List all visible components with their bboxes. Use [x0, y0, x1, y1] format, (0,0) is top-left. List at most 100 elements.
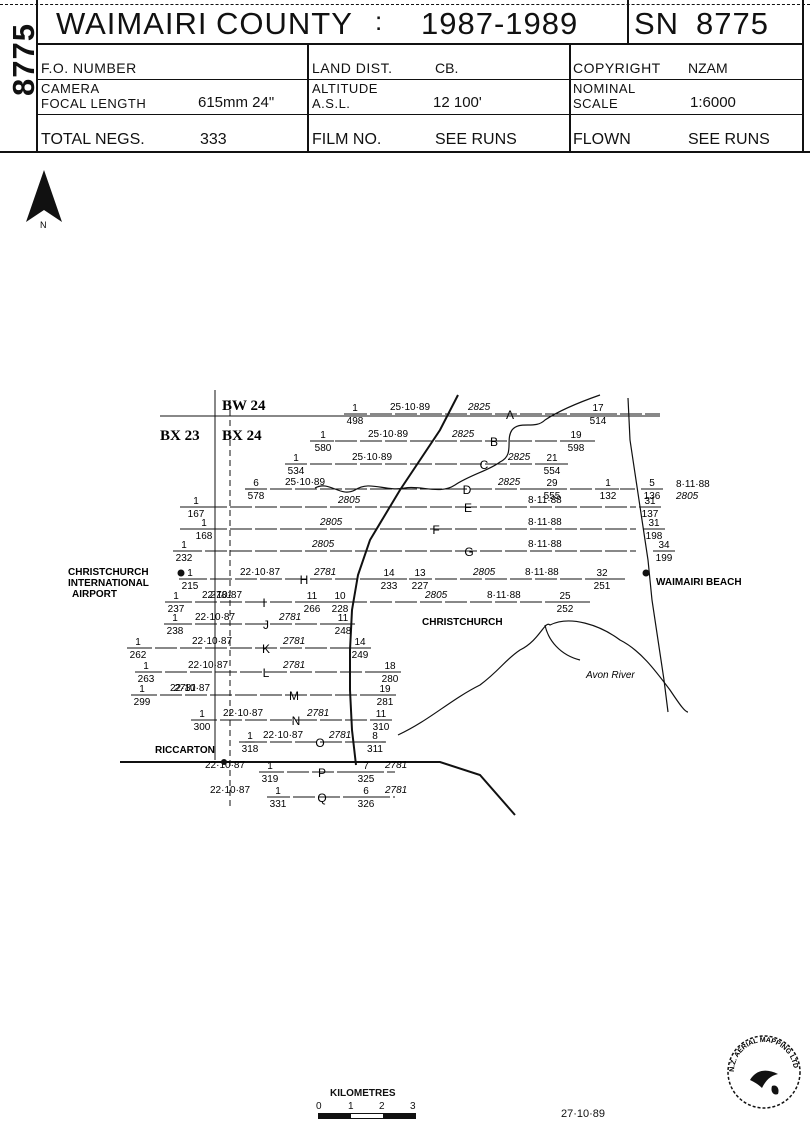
run-b-start-frame-bottom: 580	[315, 443, 332, 454]
run-k-end-frame-top: 14	[354, 637, 366, 648]
run-e-start-frame-top: 1	[193, 496, 199, 507]
grid-label-bw24: BW 24	[222, 398, 266, 414]
run-f-start-frame-bottom: 168	[196, 531, 213, 542]
run-k-start-frame-top: 1	[135, 637, 141, 648]
run-j-end-frame-bottom: 248	[335, 626, 352, 637]
land-dist-value: CB.	[435, 60, 459, 76]
run-p-end-frame-top: 7	[363, 761, 369, 772]
header-row-rule-2	[36, 79, 804, 80]
run-b-film: 2825	[451, 429, 475, 440]
title-block: 8775 WAIMAIRI COUNTY : 1987-1989 SN 8775…	[0, 0, 810, 154]
altitude-value: 12 100'	[433, 94, 482, 111]
run-l-start-frame-top: 1	[143, 661, 149, 672]
avon-river	[397, 620, 689, 736]
run-n-start-frame-top: 1	[199, 709, 205, 720]
county-suffix: COUNTY	[216, 6, 353, 41]
run-j-start-frame-top: 1	[172, 613, 178, 624]
run-h-mid-frame-2-bottom: 227	[412, 581, 429, 592]
run-b-start-frame-top: 1	[320, 430, 326, 441]
run-o-start-frame-bottom: 318	[242, 744, 259, 755]
total-negs-label: TOTAL NEGS.	[41, 131, 145, 148]
run-k-label: K	[262, 642, 270, 656]
run-c-label: C	[480, 458, 489, 472]
run-o-label: O	[315, 736, 324, 750]
nominal-label: NOMINAL	[573, 81, 636, 96]
scale-bar-fill	[319, 1114, 351, 1118]
total-negs-value: 333	[200, 131, 227, 148]
run-i-mid-frame-1-top: 11	[307, 591, 318, 602]
run-f-label: F	[432, 523, 439, 537]
run-p-start-frame-top: 1	[267, 761, 273, 772]
run-g-start-frame-top: 1	[181, 540, 187, 551]
run-l-end-frame-top: 18	[384, 661, 396, 672]
scale-bar-label: KILOMETRES	[330, 1088, 396, 1099]
run-n-start-frame-bottom: 300	[194, 722, 211, 733]
place-christchurch: CHRISTCHURCH	[422, 617, 503, 628]
run-f-date-right: 8·11·88	[528, 517, 562, 528]
run-d-far-film: 2805	[675, 491, 699, 502]
run-q-start-frame-top: 1	[275, 786, 281, 797]
run-c-date: 25·10·89	[352, 452, 392, 463]
run-j-end-frame-top: 11	[338, 613, 349, 624]
logo-text: N.Z. AERIAL MAPPING LTD	[729, 1037, 799, 1072]
side-number: 8775	[6, 23, 41, 96]
north-arrow-icon	[26, 170, 62, 222]
run-c-start-frame-top: 1	[293, 453, 299, 464]
run-i-date-right: 8·11·88	[487, 590, 521, 601]
run-d-far-frame-top: 5	[649, 478, 655, 489]
run-a-start-frame-top: 1	[352, 403, 358, 414]
fo-number-label: F.O. NUMBER	[41, 60, 137, 76]
focal-length-value: 615mm 24"	[198, 94, 275, 111]
run-f-film: 2805	[319, 517, 343, 528]
run-j-film: 2781	[278, 612, 301, 623]
run-h-end-frame-top: 32	[596, 568, 608, 579]
scale-tick-3: 3	[410, 1101, 416, 1112]
run-g-end-frame-top: 34	[658, 540, 670, 551]
header-col-rule-1	[307, 43, 309, 153]
copyright-label: COPYRIGHT	[573, 60, 661, 76]
run-i-film: 2781	[209, 590, 232, 601]
run-l-start-frame-bottom: 263	[138, 674, 155, 685]
run-d-extra-frame-top: 1	[605, 478, 611, 489]
north-label: N	[40, 220, 47, 230]
run-e-label: E	[464, 501, 472, 515]
run-i-end-frame-top: 25	[559, 591, 571, 602]
logo-ring	[727, 1035, 801, 1109]
run-f-start-frame-top: 1	[201, 518, 207, 529]
focal-length-label: FOCAL LENGTH	[41, 96, 147, 111]
altitude-label: ALTITUDE	[312, 81, 378, 96]
run-q-start-frame-bottom: 331	[270, 799, 287, 810]
run-g-label: G	[464, 545, 473, 559]
run-q-end-frame-top: 6	[363, 786, 369, 797]
run-g-start-frame-bottom: 232	[176, 553, 193, 564]
film-no-label: FILM NO.	[312, 131, 382, 148]
coastline	[627, 397, 669, 713]
run-c-film: 2825	[507, 452, 531, 463]
run-b-label: B	[490, 435, 498, 449]
run-h-mid-frame-1-top: 14	[383, 568, 395, 579]
scale-tick-1: 1	[348, 1101, 354, 1112]
run-j-label: J	[263, 618, 269, 632]
airport-dot	[177, 569, 185, 577]
scale-value: 1:6000	[690, 94, 736, 111]
run-m-date: 22·10·87	[170, 683, 210, 694]
run-k-film: 2781	[282, 636, 305, 647]
scale-bar: KILOMETRES 0 1 2 3	[312, 1088, 422, 1119]
run-n-end-frame-bottom: 310	[373, 722, 390, 733]
waimairi-beach-dot	[642, 569, 650, 577]
run-m-film: 2781	[173, 683, 196, 694]
run-b-date: 25·10·89	[368, 429, 408, 440]
run-h-film: 2805	[472, 567, 496, 578]
run-h-mid-frame-2-top: 13	[414, 568, 426, 579]
run-h-date-right: 8·11·88	[525, 567, 559, 578]
run-a-end-frame-bottom: 514	[590, 416, 607, 427]
run-p-film: 2781	[384, 760, 407, 771]
run-m-start-frame-bottom: 299	[134, 697, 151, 708]
run-f-end-frame-top: 31	[648, 518, 660, 529]
grid-label-bx24: BX 24	[222, 428, 262, 444]
run-d-far-frame-bottom: 136	[644, 491, 661, 502]
run-k-start-frame-bottom: 262	[130, 650, 147, 661]
run-l-film: 2781	[282, 660, 305, 671]
run-j-date: 22·10·87	[195, 612, 235, 623]
run-i-mid-frame-1-bottom: 266	[304, 604, 321, 615]
